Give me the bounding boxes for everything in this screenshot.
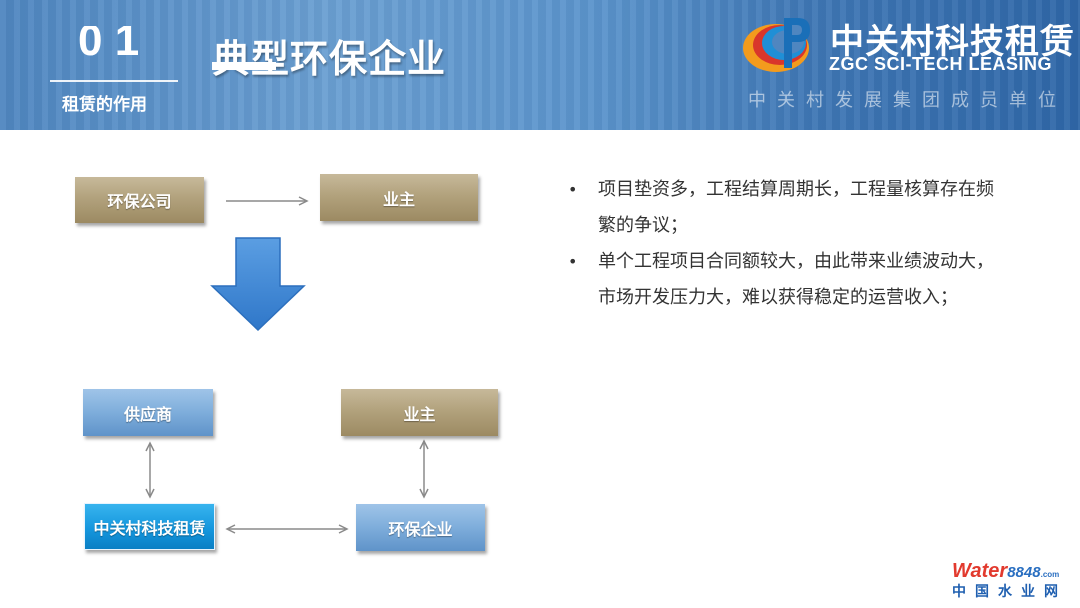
section-divider bbox=[50, 80, 178, 82]
watermark-cn: 中国水业网 bbox=[952, 584, 1067, 600]
page-title: 典型环保企业 bbox=[212, 37, 447, 81]
bullet-text: 单个工程项目合同额较大，由此带来业绩波动大，市场开发压力大，难以获得稳定的运营收… bbox=[598, 251, 994, 308]
flow-arrow-top bbox=[226, 196, 309, 206]
watermark-brand-text: Water bbox=[952, 560, 1008, 582]
header-texture bbox=[0, 0, 1080, 130]
bullet-text: 项目垫资多，工程结算周期长，工程量核算存在频繁的争议； bbox=[598, 179, 994, 236]
supplier-box: 供应商 bbox=[83, 389, 213, 436]
title-accent-bar bbox=[212, 62, 276, 70]
company-name-cn: 中关村科技租赁 bbox=[830, 22, 1075, 62]
watermark-brand: Water8848.com bbox=[952, 560, 1072, 583]
environmental-enterprise-box: 环保企业 bbox=[356, 504, 485, 551]
supplier-lessor-connector bbox=[145, 441, 155, 499]
zgc-leasing-box: 中关村科技租赁 bbox=[84, 503, 215, 550]
transition-down-arrow-icon bbox=[210, 237, 306, 332]
owner-enterprise-connector bbox=[419, 439, 429, 499]
section-subtitle: 租赁的作用 bbox=[62, 95, 147, 115]
lessor-enterprise-connector bbox=[225, 524, 349, 534]
owner-box-top: 业主 bbox=[320, 174, 478, 221]
watermark-suffix: .com bbox=[1040, 570, 1060, 579]
bullet-list: • 项目垫资多，工程结算周期长，工程量核算存在频繁的争议； • 单个工程项目合同… bbox=[568, 172, 998, 316]
bullet-dot-icon: • bbox=[568, 252, 578, 271]
bullet-dot-icon: • bbox=[568, 180, 578, 199]
watermark-logo: Water8848.com 中国水业网 bbox=[952, 560, 1072, 604]
header-banner: 0 1 租赁的作用 典型环保企业 中关村科技租赁 ZGC SCI-TECH LE… bbox=[0, 0, 1080, 130]
bullet-item: • 项目垫资多，工程结算周期长，工程量核算存在频繁的争议； bbox=[568, 172, 998, 244]
company-group-line: 中关村发展集团成员单位 bbox=[748, 90, 1067, 111]
watermark-number: 8848 bbox=[1007, 564, 1041, 581]
environmental-company-box: 环保公司 bbox=[75, 177, 204, 223]
company-logo-icon bbox=[743, 18, 810, 72]
owner-box-bottom: 业主 bbox=[341, 389, 498, 436]
company-name-en: ZGC SCI-TECH LEASING bbox=[829, 54, 1053, 74]
section-number: 0 1 bbox=[78, 26, 140, 65]
bullet-item: • 单个工程项目合同额较大，由此带来业绩波动大，市场开发压力大，难以获得稳定的运… bbox=[568, 244, 998, 316]
